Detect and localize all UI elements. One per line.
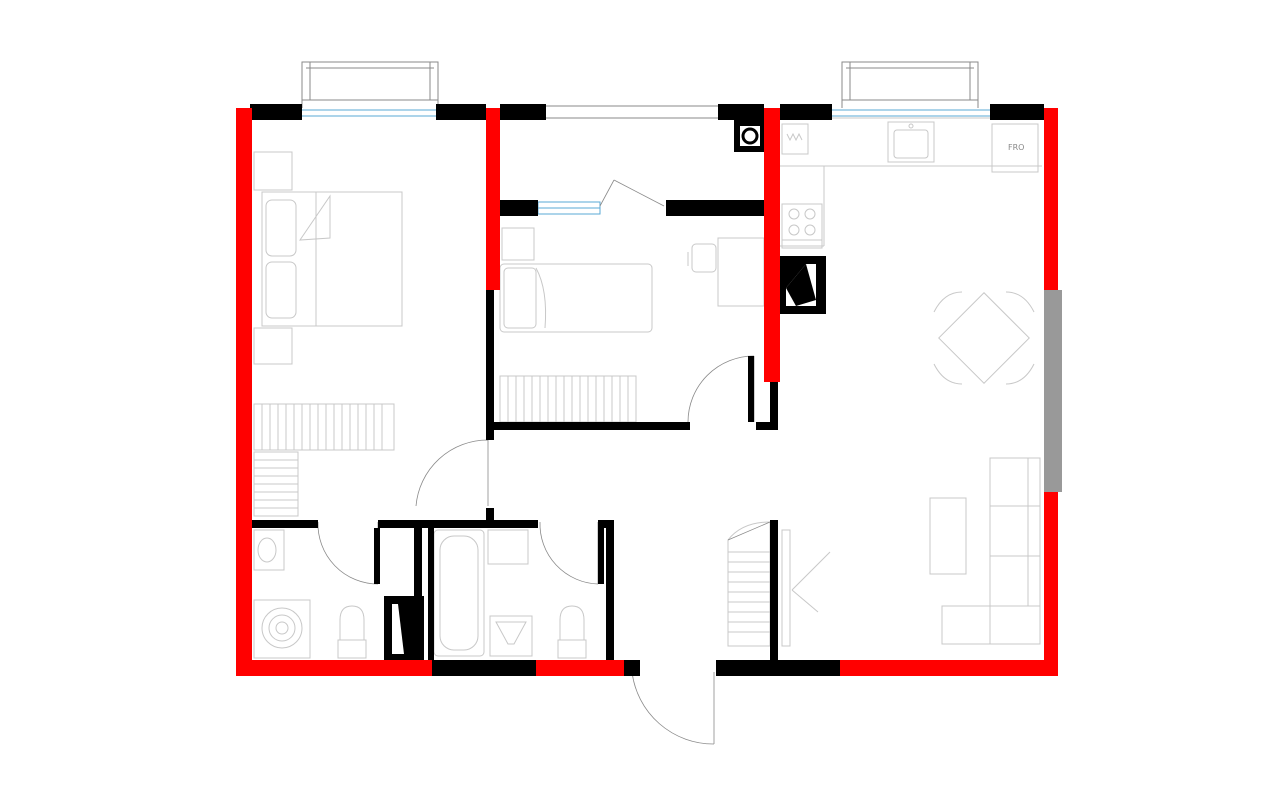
window-second-bedroom [544,105,718,119]
dishwasher [781,123,809,155]
sofa [941,457,1041,645]
coffee-table [929,497,967,575]
vent-shaft-2 [778,256,826,314]
nightstand-bottom [253,327,293,365]
window-bedroom [300,109,436,117]
kitchen-sink [887,121,935,163]
window-kitchen [832,109,990,117]
washbasin-1 [253,529,285,571]
door-bath-1 [317,521,379,585]
furniture-layer: FRO [253,117,1042,659]
door-hall-bedroom [415,439,489,507]
desk [687,237,765,307]
door-wardrobe [727,521,771,541]
shower [253,599,311,659]
fridge-label: FRO [1008,143,1024,152]
door-entrance [631,671,715,745]
balcony-right [841,61,979,108]
window-inner [537,179,665,215]
nightstand-small [501,227,535,261]
door-bath-2 [539,521,599,585]
vent-shaft-1 [734,120,766,152]
door-swings [317,355,771,745]
vent-shaft-3 [384,596,424,660]
wardrobe-second-bedroom [499,375,637,423]
wardrobe-bedroom [253,403,395,517]
toilet-2 [557,605,587,659]
interior-walls [250,104,1044,676]
double-bed [261,191,403,327]
glazed-wall-panel [1044,290,1062,492]
kitchen-counter [780,117,1042,247]
single-bed [499,263,653,333]
washbasin-2 [489,615,533,657]
hall-wardrobe [727,521,771,647]
bath-cabinet [487,529,529,565]
nightstand-top [253,151,293,191]
dining-table [933,291,1035,385]
toilet-1 [337,605,367,659]
fridge: FRO [991,123,1039,173]
door-second-bedroom [687,355,755,423]
stove [781,203,823,249]
bathtub [433,529,485,657]
balcony-left [301,61,439,108]
exterior-walls [236,108,1058,676]
tv-unit [781,529,831,647]
